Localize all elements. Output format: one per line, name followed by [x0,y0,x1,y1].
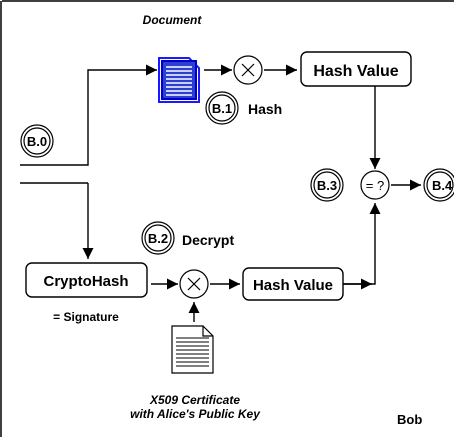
step-b3-label: B.3 [317,178,337,193]
compare-operator: = ? [360,170,390,200]
decrypt-step-label: Decrypt [182,232,234,248]
step-b4-marker: B.4 [423,168,454,202]
step-b4-label: B.4 [432,178,453,193]
cryptohash-label: CryptoHash [43,273,128,290]
certificate-document-icon [171,325,214,374]
input-to-document-arrow [20,64,157,166]
step-b2-label: B.2 [148,231,168,246]
step-b1-marker: B.1 [205,91,239,125]
hash-value-bottom-to-compare-arrow [343,203,381,285]
step-b0-label: B.0 [27,134,47,149]
hash-value-top-label: Hash Value [313,63,398,80]
step-b1-label: B.1 [212,101,232,116]
certificate-label-line1: X509 Certificate [149,393,240,407]
hash-value-bottom-label: Hash Value [253,277,333,294]
decrypt-operator-icon [179,269,209,299]
hash-operator-icon [233,55,263,85]
signature-label: = Signature [53,310,119,324]
cryptohash-box [25,262,148,298]
certificate-label-line2: with Alice's Public Key [130,407,261,421]
hash-step-label: Hash [248,101,282,117]
compare-label: = ? [366,178,384,193]
document-label: Document [143,13,203,27]
step-b2-marker: B.2 [141,221,175,255]
bob-label: Bob [397,412,422,427]
step-b0-marker: B.0 [20,124,54,158]
step-b3-marker: B.3 [310,168,344,202]
hash-value-top-box [300,51,412,87]
document-icon [158,57,200,103]
